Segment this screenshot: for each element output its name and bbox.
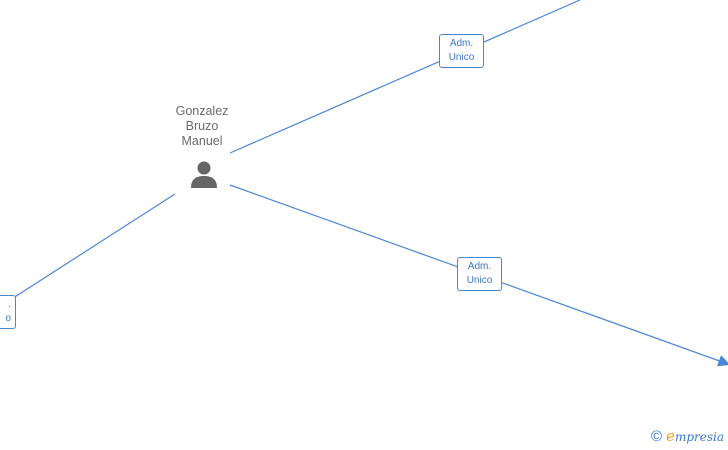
brand-initial: e — [666, 427, 675, 445]
edge-to-top-company — [229, 0, 581, 154]
edge-to-left-company — [9, 193, 176, 301]
role-badge-left[interactable]: . o — [0, 295, 16, 329]
person-name[interactable]: Gonzalez Bruzo Manuel — [175, 104, 229, 148]
brand-name: mpresia — [674, 430, 724, 444]
role-badge-right[interactable]: Adm. Unico — [457, 257, 502, 291]
role-badge-top[interactable]: Adm. Unico — [439, 34, 484, 68]
footer-brand: © empresia — [651, 427, 724, 445]
copyright-icon: © — [650, 427, 663, 445]
person-icon[interactable] — [189, 159, 219, 189]
brand-logo: empresia — [666, 427, 724, 445]
